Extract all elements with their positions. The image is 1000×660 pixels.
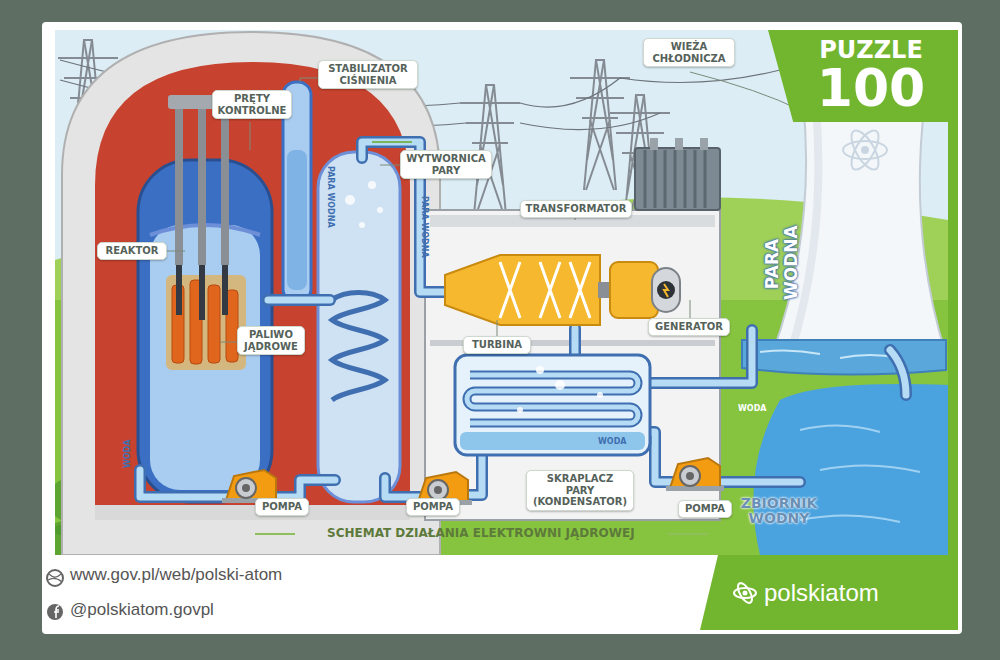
label-text: GENERATOR [655,321,723,333]
part-label: POMPA [406,498,460,516]
label-text: TRANSFORMATOR [526,203,627,215]
label-text: PRĘTY KONTROLNE [217,93,287,116]
label-text: TURBINA [472,339,522,351]
part-label: GENERATOR [648,318,730,336]
part-label: PRĘTY KONTROLNE [212,90,292,119]
label-text: POMPA [413,501,453,513]
title-panel: PUZZLE100 [768,30,948,122]
label-text: WIEŻA CHŁODNICZA [648,41,730,64]
label-text: STABILIZATOR CIŚNIENIA [323,63,413,86]
label-text: PALIWO JĄDROWE [242,329,300,352]
part-label: POMPA [255,498,309,516]
water-label: ZBIORNIK WODNY [734,496,824,527]
flow-label: PARA WODNA [419,196,428,276]
part-label: WIEŻA CHŁODNICZA [643,38,735,67]
part-label: WYTWORNICA PARY [400,150,492,179]
panel-fill [768,30,948,122]
label-text: SKRAPLACZ PARY (KONDENSATOR) [531,473,629,508]
diagram-caption: SCHEMAT DZIAŁANIA ELEKTROWNI JĄDROWEJ [327,526,635,540]
part-label: TURBINA [463,336,531,354]
flow-label: PARA WODNA [763,228,800,300]
label-text: POMPA [685,503,725,515]
flow-label: WODA [598,438,648,447]
part-label: POMPA [678,500,732,518]
part-label: REAKTOR [97,242,167,260]
part-label: STABILIZATOR CIŚNIENIA [318,60,418,89]
web-address: www.gov.pl/web/polski-atom [70,566,400,585]
title-text: PUZZLE [819,38,923,62]
part-label: PALIWO JĄDROWE [237,326,305,355]
label-text: POMPA [262,501,302,513]
part-label: TRANSFORMATOR [520,200,632,218]
social-handle: @polskiatom.govpl [70,601,400,620]
flow-label: WODA [738,405,788,414]
part-label: SKRAPLACZ PARY (KONDENSATOR) [526,470,634,511]
brand-name: polskiatom [764,580,944,606]
title-text: 100 [817,62,926,114]
flow-label: WODA [124,418,133,468]
flow-label: PARA WODNA [325,166,334,246]
label-text: WYTWORNICA PARY [405,153,487,176]
label-text: REAKTOR [105,245,158,257]
